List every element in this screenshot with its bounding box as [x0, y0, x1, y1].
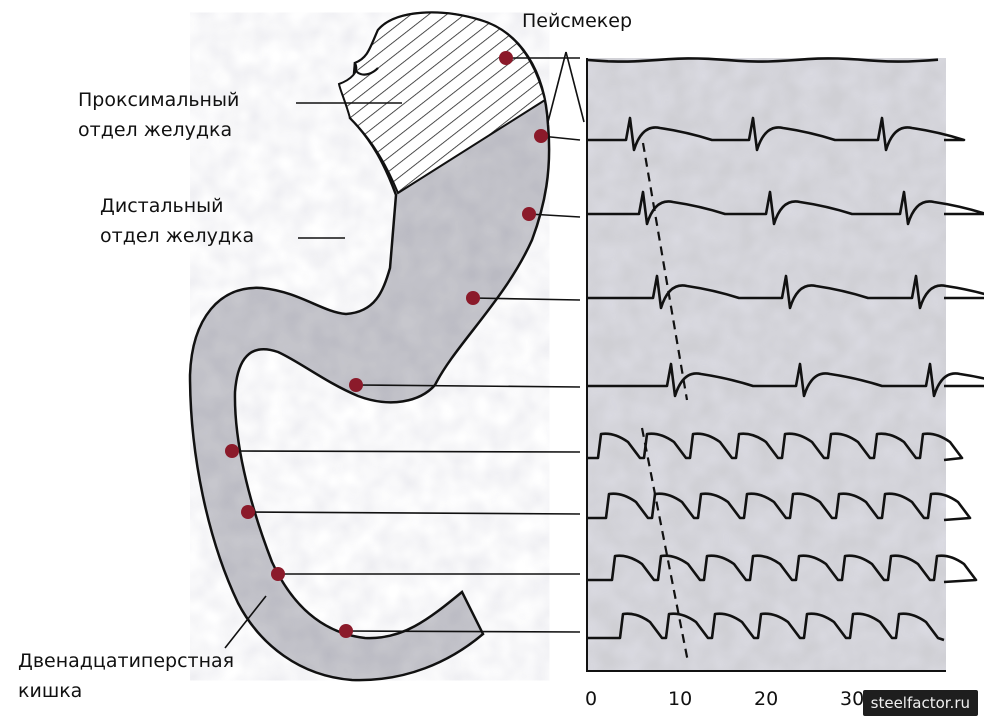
trace-6 [588, 432, 964, 462]
trace-3 [588, 190, 984, 226]
recording-panel [586, 58, 946, 672]
traces [587, 57, 984, 642]
electrode-dot-2 [534, 129, 548, 143]
label-pacemaker: Пейсмекер [522, 10, 632, 32]
stomach-and-duodenum [188, 11, 551, 682]
electrode-dot-3 [522, 207, 536, 221]
trace-8 [588, 554, 978, 584]
electrode-dot-8 [271, 567, 285, 581]
propagation-lines [640, 142, 690, 663]
electrode-lead-7 [247, 511, 581, 515]
watermark: steelfactor.ru [862, 690, 978, 716]
trace-2 [588, 116, 966, 152]
electrode-dot-9 [339, 624, 353, 638]
tick-20: 20 [754, 688, 778, 710]
label-distal-line1: Дистальный [100, 195, 223, 217]
trace-1 [587, 57, 939, 63]
electrode-dot-1 [499, 51, 513, 65]
label-duodenum-line2: кишка [18, 680, 82, 702]
electrode-lead-3 [528, 213, 581, 218]
trace-5 [588, 362, 984, 398]
electrode-lead-6 [231, 450, 581, 453]
electrode-lead-9 [345, 630, 581, 633]
label-proximal-line2: отдел желудка [78, 119, 232, 141]
label-leaders [224, 51, 585, 649]
electrode-dot-6 [225, 444, 239, 458]
label-distal-line2: отдел желудка [100, 225, 254, 247]
tick-30: 30 [840, 688, 864, 710]
electrode-dot-7 [241, 505, 255, 519]
electrode-leads [225, 51, 581, 638]
proximal-hatched-region [337, 11, 547, 195]
electrode-lead-4 [472, 297, 581, 301]
trace-4 [588, 274, 984, 310]
electrode-dot-4 [466, 291, 480, 305]
trace-7 [588, 492, 972, 522]
trace-9 [588, 612, 945, 642]
electrode-dot-5 [349, 378, 363, 392]
label-duodenum-line1: Двенадцатиперстная [18, 650, 234, 672]
tick-10: 10 [668, 688, 692, 710]
tick-0: 0 [585, 688, 597, 710]
electrode-lead-5 [355, 384, 581, 388]
label-proximal-line1: Проксимальный [78, 89, 239, 111]
